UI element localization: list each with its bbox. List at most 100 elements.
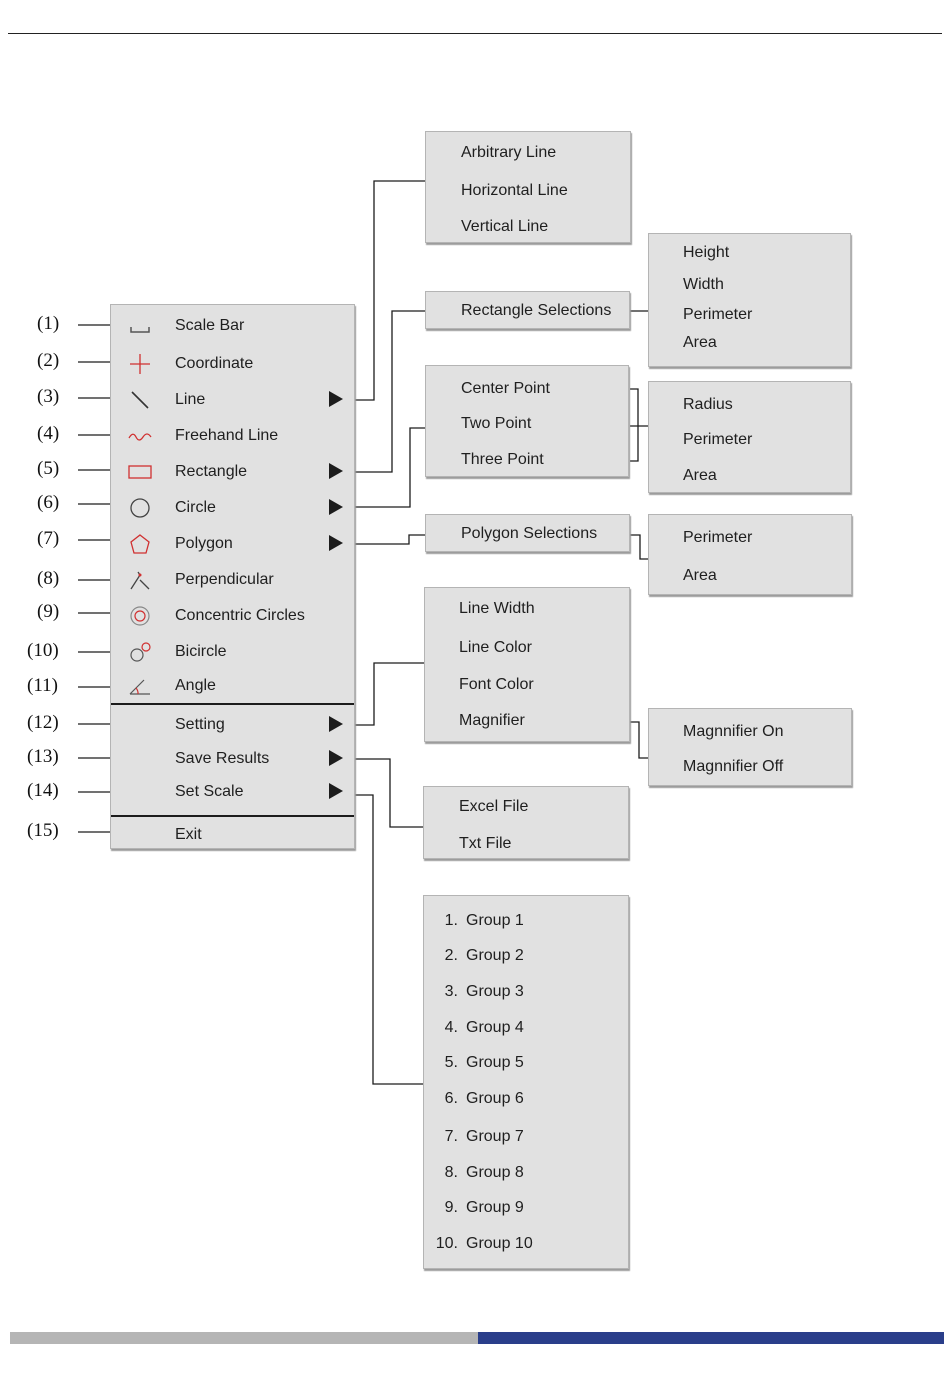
menu-item-label: Bicircle bbox=[175, 643, 227, 660]
submenu-item[interactable]: 8.Group 8 bbox=[444, 1164, 524, 1181]
menu-item-label: Scale Bar bbox=[175, 317, 245, 334]
callout-number: (8) bbox=[37, 568, 60, 589]
line-submenu: Arbitrary Line Horizontal Line Vertical … bbox=[425, 131, 631, 243]
submenu-item[interactable]: Line Width bbox=[459, 600, 535, 617]
menu-item-line[interactable]: Line bbox=[111, 385, 354, 415]
submenu-item[interactable]: Magnnifier Off bbox=[683, 758, 784, 775]
menu-item-label: Freehand Line bbox=[175, 427, 279, 444]
footer-bar-gray bbox=[10, 1332, 478, 1344]
menu-item-label: Angle bbox=[175, 677, 216, 694]
line-icon bbox=[131, 391, 149, 409]
menu-item-setting[interactable]: Setting bbox=[111, 710, 354, 740]
submenu-item[interactable]: 5.Group 5 bbox=[444, 1054, 524, 1071]
menu-item-label: Exit bbox=[175, 826, 202, 843]
circle-icon bbox=[130, 498, 150, 518]
menu-separator bbox=[111, 703, 354, 705]
submenu-item[interactable]: Rectangle Selections bbox=[461, 302, 612, 319]
submenu-arrow-icon bbox=[329, 750, 343, 766]
save-results-submenu: Excel File Txt File bbox=[423, 786, 629, 859]
submenu-item[interactable]: Font Color bbox=[459, 676, 534, 693]
submenu-item[interactable]: Area bbox=[683, 467, 717, 484]
menu-item-angle[interactable]: Angle bbox=[111, 671, 354, 701]
submenu-item[interactable]: Center Point bbox=[461, 380, 550, 397]
submenu-item[interactable]: Radius bbox=[683, 396, 733, 413]
menu-item-label: Save Results bbox=[175, 750, 270, 767]
menu-item-label: Circle bbox=[175, 499, 216, 516]
submenu-item[interactable]: 10.Group 10 bbox=[435, 1235, 533, 1252]
menu-item-coordinate[interactable]: Coordinate bbox=[111, 349, 354, 379]
menu-item-scale-bar[interactable]: Scale Bar bbox=[111, 311, 354, 341]
callout-number: (7) bbox=[37, 528, 60, 549]
submenu-item[interactable]: Perimeter bbox=[683, 529, 753, 546]
submenu-item[interactable]: Arbitrary Line bbox=[461, 144, 557, 161]
submenu-item[interactable]: 2.Group 2 bbox=[444, 947, 524, 964]
submenu-item[interactable]: Perimeter bbox=[683, 431, 753, 448]
header-rule bbox=[8, 33, 942, 34]
menu-item-label: Coordinate bbox=[175, 355, 254, 372]
submenu-item[interactable]: Txt File bbox=[459, 835, 512, 852]
concentric-circles-icon bbox=[130, 606, 150, 626]
bicircle-icon bbox=[130, 642, 151, 662]
callout-number: (3) bbox=[37, 386, 60, 407]
callout-number: (1) bbox=[37, 313, 60, 334]
submenu-item[interactable]: Three Point bbox=[461, 451, 544, 468]
menu-separator bbox=[111, 815, 354, 817]
menu-item-label: Rectangle bbox=[175, 463, 248, 480]
menu-item-polygon[interactable]: Polygon bbox=[111, 529, 354, 559]
menu-item-bicircle[interactable]: Bicircle bbox=[111, 637, 354, 667]
polygon-icon bbox=[130, 534, 150, 554]
submenu-item[interactable]: Area bbox=[683, 334, 717, 351]
menu-item-perpendicular[interactable]: Perpendicular bbox=[111, 565, 354, 595]
submenu-arrow-icon bbox=[329, 463, 343, 479]
menu-item-set-scale[interactable]: Set Scale bbox=[111, 777, 354, 807]
circle-submenu: Center Point Two Point Three Point bbox=[425, 365, 629, 477]
freehand-line-icon bbox=[128, 433, 152, 441]
main-context-menu: Scale Bar Coordinate Line Freehand Line … bbox=[110, 304, 355, 849]
rectangle-submenu: Rectangle Selections bbox=[425, 291, 630, 329]
submenu-item[interactable]: 7.Group 7 bbox=[444, 1128, 524, 1145]
coordinate-icon bbox=[130, 354, 150, 374]
menu-item-label: Concentric Circles bbox=[175, 607, 305, 624]
angle-icon bbox=[129, 679, 150, 695]
scale-bar-icon bbox=[130, 327, 150, 333]
menu-item-circle[interactable]: Circle bbox=[111, 493, 354, 523]
menu-item-freehand-line[interactable]: Freehand Line bbox=[111, 421, 354, 451]
submenu-item[interactable]: Magnnifier On bbox=[683, 723, 784, 740]
polygon-submenu: Polygon Selections bbox=[425, 514, 630, 552]
submenu-item[interactable]: 1.Group 1 bbox=[444, 912, 524, 929]
submenu-item[interactable]: Area bbox=[683, 567, 717, 584]
menu-item-rectangle[interactable]: Rectangle bbox=[111, 457, 354, 487]
menu-item-concentric-circles[interactable]: Concentric Circles bbox=[111, 601, 354, 631]
submenu-item[interactable]: 9.Group 9 bbox=[444, 1199, 524, 1216]
submenu-item[interactable]: Vertical Line bbox=[461, 218, 549, 235]
submenu-item[interactable]: Excel File bbox=[459, 798, 529, 815]
callout-number: (2) bbox=[37, 350, 60, 371]
callout-number: (10) bbox=[27, 640, 59, 661]
menu-item-label: Set Scale bbox=[175, 783, 244, 800]
submenu-item[interactable]: Width bbox=[683, 276, 724, 293]
submenu-item[interactable]: 4.Group 4 bbox=[444, 1019, 524, 1036]
submenu-item[interactable]: Magnifier bbox=[459, 712, 525, 729]
callout-number: (13) bbox=[27, 746, 59, 767]
menu-item-label: Line bbox=[175, 391, 206, 408]
submenu-item[interactable]: Perimeter bbox=[683, 306, 753, 323]
submenu-item[interactable]: Two Point bbox=[461, 415, 532, 432]
submenu-arrow-icon bbox=[329, 391, 343, 407]
submenu-arrow-icon bbox=[329, 535, 343, 551]
callout-number: (9) bbox=[37, 601, 60, 622]
menu-item-save-results[interactable]: Save Results bbox=[111, 744, 354, 774]
submenu-item[interactable]: Line Color bbox=[459, 639, 532, 656]
callout-number: (15) bbox=[27, 820, 59, 841]
submenu-arrow-icon bbox=[329, 783, 343, 799]
submenu-arrow-icon bbox=[329, 499, 343, 515]
callout-number: (14) bbox=[27, 780, 59, 801]
submenu-item[interactable]: Polygon Selections bbox=[461, 525, 598, 542]
submenu-item[interactable]: 6.Group 6 bbox=[444, 1090, 524, 1107]
submenu-item[interactable]: Height bbox=[683, 244, 730, 261]
submenu-item[interactable]: Horizontal Line bbox=[461, 182, 568, 199]
setting-submenu: Line Width Line Color Font Color Magnifi… bbox=[424, 587, 630, 742]
menu-item-label: Setting bbox=[175, 716, 225, 733]
menu-item-exit[interactable]: Exit bbox=[111, 820, 354, 850]
submenu-item[interactable]: 3.Group 3 bbox=[444, 983, 524, 1000]
callout-number: (12) bbox=[27, 712, 59, 733]
